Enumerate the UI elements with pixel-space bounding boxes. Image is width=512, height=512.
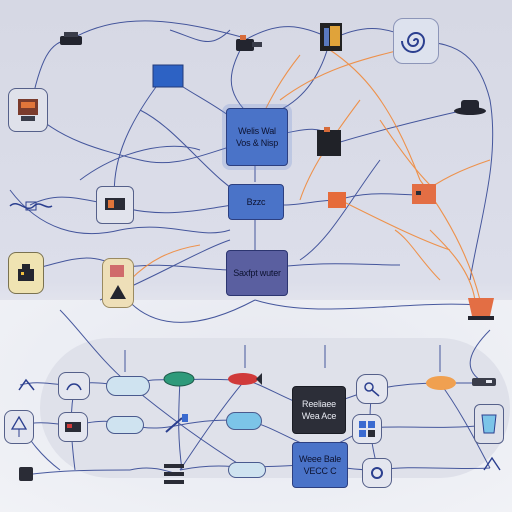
drill-icon[interactable] [232,33,266,55]
wrench-icon[interactable] [162,412,192,438]
lower-cluster-background [40,338,510,478]
wire [24,469,131,476]
robot-icon[interactable] [8,252,44,294]
wire [69,20,246,41]
fish-icon[interactable] [226,370,262,388]
gear-icon[interactable] [362,458,392,488]
tools-icon[interactable] [356,374,388,404]
house-icon[interactable] [102,258,134,308]
panel-reeliaee[interactable]: Reeliaee Wea Ace [292,386,346,434]
panel-saxfpt-wuter[interactable]: Saxfpt wuter [226,250,288,296]
panel-bzzc[interactable]: Bzzc [228,184,284,220]
wire [414,41,494,281]
wire [439,382,491,469]
bucket-icon[interactable] [464,290,498,324]
plug-icon[interactable] [16,464,38,484]
spiral-icon[interactable] [393,18,439,64]
accent-wire [394,229,441,281]
cube-icon[interactable] [326,190,348,210]
toolbox-icon[interactable] [58,412,88,442]
accent-wire [379,119,431,186]
wire [179,379,246,471]
panel-a-line1: Welis Wal [238,126,276,136]
leaf-icon[interactable] [162,370,196,388]
stack-icon[interactable] [160,460,190,492]
link-pill[interactable] [228,462,266,478]
monitor-icon[interactable] [96,186,134,224]
panel-welis-wal[interactable]: Welis Wal Vos & Nisp [226,108,288,166]
wire [178,379,183,471]
panel-c-line1: Saxfpt wuter [233,268,281,278]
hat-icon[interactable] [452,96,488,118]
wire [279,39,331,111]
server-icon[interactable] [314,126,346,160]
panel-d-line2: Wea Ace [301,411,337,421]
panel-weee-bale[interactable]: Weee Bale VECC C [292,442,348,488]
accent-wire [329,49,421,181]
panel-e-line1: Weee Bale [298,454,342,464]
car-icon[interactable] [470,374,498,390]
camera-icon[interactable] [352,414,382,444]
accent-wire [129,244,201,281]
router-icon[interactable] [16,376,38,394]
computer-icon[interactable] [8,88,48,132]
link-pill[interactable] [106,376,150,396]
printer-icon[interactable] [58,30,84,48]
cup-icon[interactable] [474,404,504,444]
accent-wire [339,199,451,251]
link-pill[interactable] [106,416,144,434]
box-icon[interactable] [150,62,186,90]
panel-d-line1: Reeliaee [302,399,336,409]
panel-a-line2: Vos & Nisp [235,138,279,148]
wire [9,189,231,235]
orange-pill-icon[interactable] [424,374,458,392]
drop-icon[interactable] [6,196,56,216]
tree-icon[interactable] [4,410,34,444]
accent-wire [429,229,476,301]
link-pill[interactable] [226,412,262,430]
wire [79,145,201,181]
wire [169,29,231,43]
bird-icon[interactable] [480,452,506,476]
wire [299,159,381,261]
panel-e-line2: VECC C [303,466,337,476]
wire [377,467,491,471]
lamp-icon[interactable] [58,372,90,400]
wire [367,424,489,429]
wire [329,109,466,146]
panel-b-line1: Bzzc [246,197,266,207]
book-icon[interactable] [318,20,346,54]
orange-cube-icon[interactable] [410,182,438,206]
accent-wire [279,49,401,101]
wire [254,299,481,310]
wire [29,109,256,164]
